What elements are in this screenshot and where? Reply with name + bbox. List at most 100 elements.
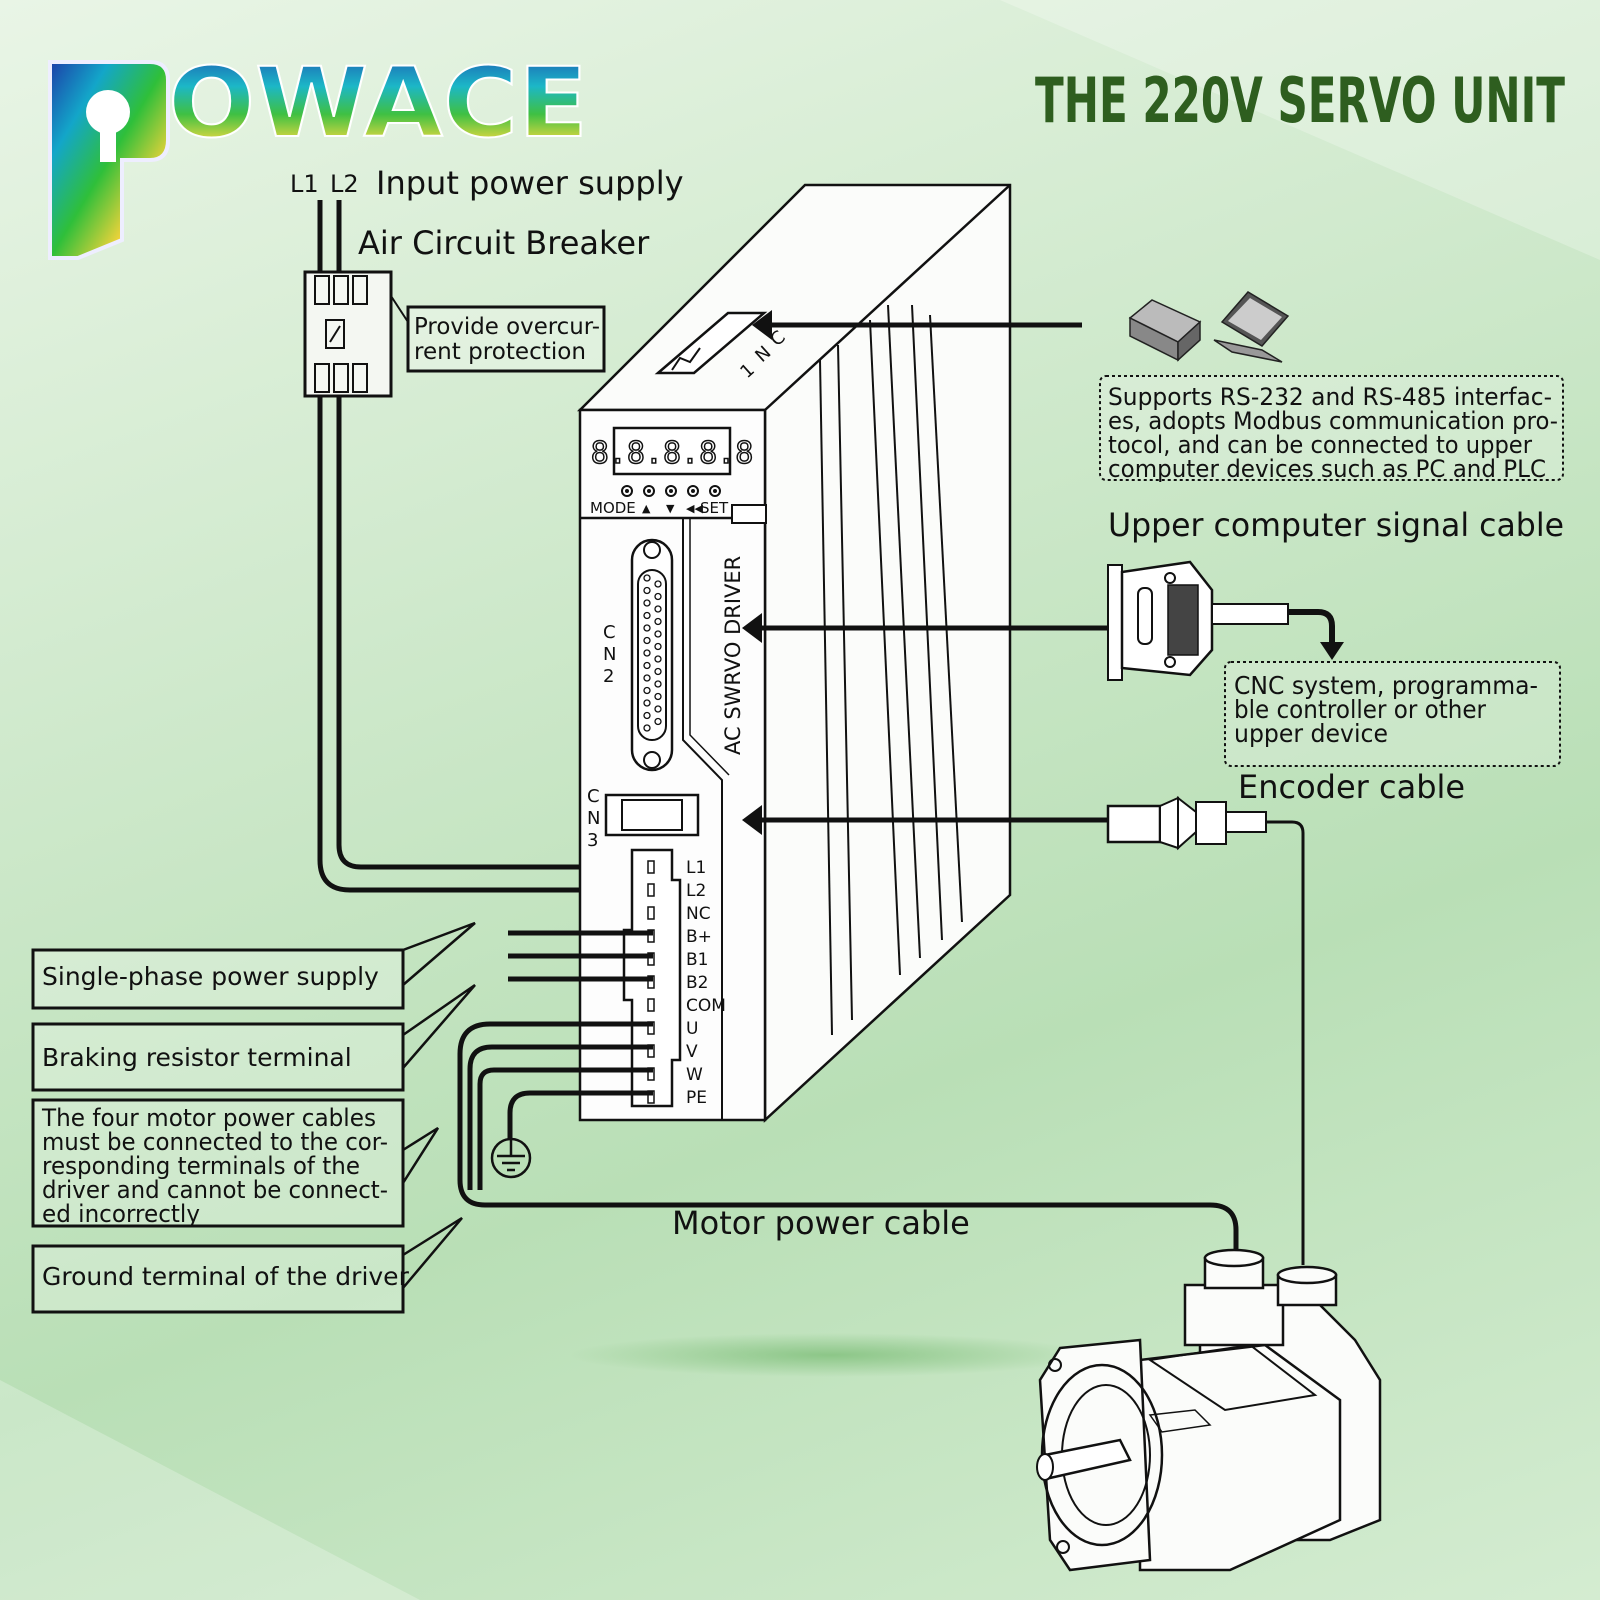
terminal-label-b2: B2	[686, 973, 708, 993]
cn2-pin	[654, 642, 662, 651]
cn2-pin	[643, 661, 651, 670]
comm-note-line-1: Supports RS-232 and RS-485 interfac-	[1108, 383, 1552, 411]
upper-device-note-line-2: ble controller or other	[1234, 695, 1487, 724]
cn2-label-n: N	[603, 644, 616, 665]
cn2-pin	[643, 636, 651, 645]
upper-cable-label: Upper computer signal cable	[1108, 506, 1564, 544]
button-down[interactable]	[665, 485, 677, 497]
cn3-label-c: C	[587, 786, 600, 807]
cn2-pin	[654, 705, 662, 713]
background-streak	[0, 1380, 420, 1600]
logo-text: OWACE	[168, 47, 588, 159]
cn2-pin	[654, 592, 662, 601]
wire-v	[467, 1044, 653, 1190]
terminal-pin	[647, 883, 655, 897]
cn2-label-c: C	[603, 622, 616, 643]
callout-single-phase-text: Single-phase power supply	[42, 962, 379, 991]
background-streak	[1000, 0, 1600, 260]
callout-braking-box	[31, 1022, 405, 1092]
cn2-pins	[643, 574, 662, 732]
cn2-pin	[654, 667, 662, 676]
callout-four-cables-line-1: The four motor power cables	[41, 1104, 376, 1132]
callout-braking-text: Braking resistor terminal	[42, 1043, 352, 1072]
terminal-label-l1: L1	[686, 858, 706, 878]
callout-braking-pointer	[402, 983, 476, 1069]
button-set[interactable]	[709, 485, 721, 497]
page-title: THE 220V SERVO UNIT	[1035, 64, 1565, 137]
callout-four-cables-line-4: driver and cannot be connect-	[42, 1176, 388, 1204]
terminal-label-l2: L2	[686, 881, 706, 901]
terminal-label-u: U	[686, 1019, 698, 1039]
wire-pe	[507, 1090, 653, 1140]
cn2-label-2: 2	[603, 666, 614, 687]
encoder-plug-icon	[1106, 795, 1267, 851]
button-up[interactable]	[643, 485, 655, 497]
breaker-note-box	[406, 305, 606, 373]
cn1-port	[654, 311, 768, 375]
servo-motor	[1036, 1248, 1382, 1572]
button-down-label: ▼	[666, 502, 675, 515]
cn2-pin	[643, 611, 651, 620]
callout-four-cables-line-3: responding terminals of the	[42, 1152, 360, 1180]
callout-four-cables-pointer	[401, 1126, 440, 1184]
cn3-connector	[604, 793, 700, 837]
callout-four-cables-line-5: ed incorrectly	[42, 1200, 200, 1228]
upper-cable-arrow-head	[742, 613, 762, 643]
wire-w	[477, 1067, 653, 1190]
upper-device-note-box	[1224, 661, 1561, 767]
upper-device-note-line-3: upper device	[1234, 719, 1388, 748]
cn2-pin	[654, 605, 662, 613]
terminal-label-v: V	[686, 1042, 698, 1062]
cn2-pin	[654, 717, 662, 726]
terminal-pin	[647, 860, 655, 874]
upper-cable-down-arrow	[1320, 642, 1344, 660]
logo-key-slot	[100, 112, 116, 162]
cn2-pin	[643, 649, 651, 657]
terminal-label-pe: PE	[686, 1088, 707, 1108]
button-up-label: ▲	[642, 502, 651, 515]
callout-ground-box	[31, 1244, 405, 1314]
terminal-pin	[647, 998, 655, 1012]
cn2-pin	[643, 574, 651, 582]
cn2-pin	[643, 599, 651, 607]
encoder-cable-label: Encoder cable	[1238, 768, 1465, 806]
floor-shadow	[570, 1333, 1090, 1377]
servo-driver: C N 1 8.8.8.8.8 MODE ▲ ▼ ◀◀ SET	[576, 183, 1012, 1123]
terminal-pin	[647, 952, 655, 966]
wire-l1-to-driver	[336, 396, 653, 870]
cn2-pin	[654, 680, 662, 688]
comm-note-line-2: es, adopts Modbus communication pro-	[1108, 407, 1558, 435]
panel-buttons	[621, 485, 721, 497]
cn2-pin	[643, 699, 651, 707]
motor-power-cable	[457, 1021, 1239, 1258]
air-circuit-breaker	[303, 270, 409, 398]
cn2-pin	[643, 686, 651, 695]
motor-power-cable-label: Motor power cable	[672, 1204, 970, 1242]
wire-l2-to-driver	[317, 396, 653, 893]
driver-side-label: AC SWRVO DRIVER	[721, 556, 745, 755]
encoder-cable	[1266, 820, 1305, 1265]
terminal-pin	[647, 929, 655, 943]
button-mode[interactable]	[621, 485, 633, 497]
button-set-label: SET	[700, 499, 729, 517]
cn2-pin	[654, 655, 662, 663]
comm-note-line-4: computer devices such as PC and PLC	[1108, 455, 1546, 483]
comm-note-box	[1099, 375, 1564, 481]
input-l1-label: L1	[290, 170, 319, 198]
cn2-pin	[654, 692, 662, 701]
cn2-pin	[654, 617, 662, 626]
breaker-note-line-2: rent protection	[414, 339, 586, 365]
callout-ground-text: Ground terminal of the driver	[42, 1262, 410, 1291]
cn2-pin	[654, 580, 662, 588]
motor-power-connector	[1183, 1283, 1285, 1347]
button-shift-label: ◀◀	[686, 502, 703, 515]
button-shift[interactable]	[687, 485, 699, 497]
terminal-label-w: W	[686, 1065, 703, 1085]
breaker-note-line-1: Provide overcur-	[414, 314, 600, 340]
cn2-pin	[643, 724, 651, 732]
ground-symbol-icon	[490, 1137, 532, 1179]
driver-led-display	[612, 426, 732, 476]
callout-single-phase-pointer	[402, 921, 476, 986]
